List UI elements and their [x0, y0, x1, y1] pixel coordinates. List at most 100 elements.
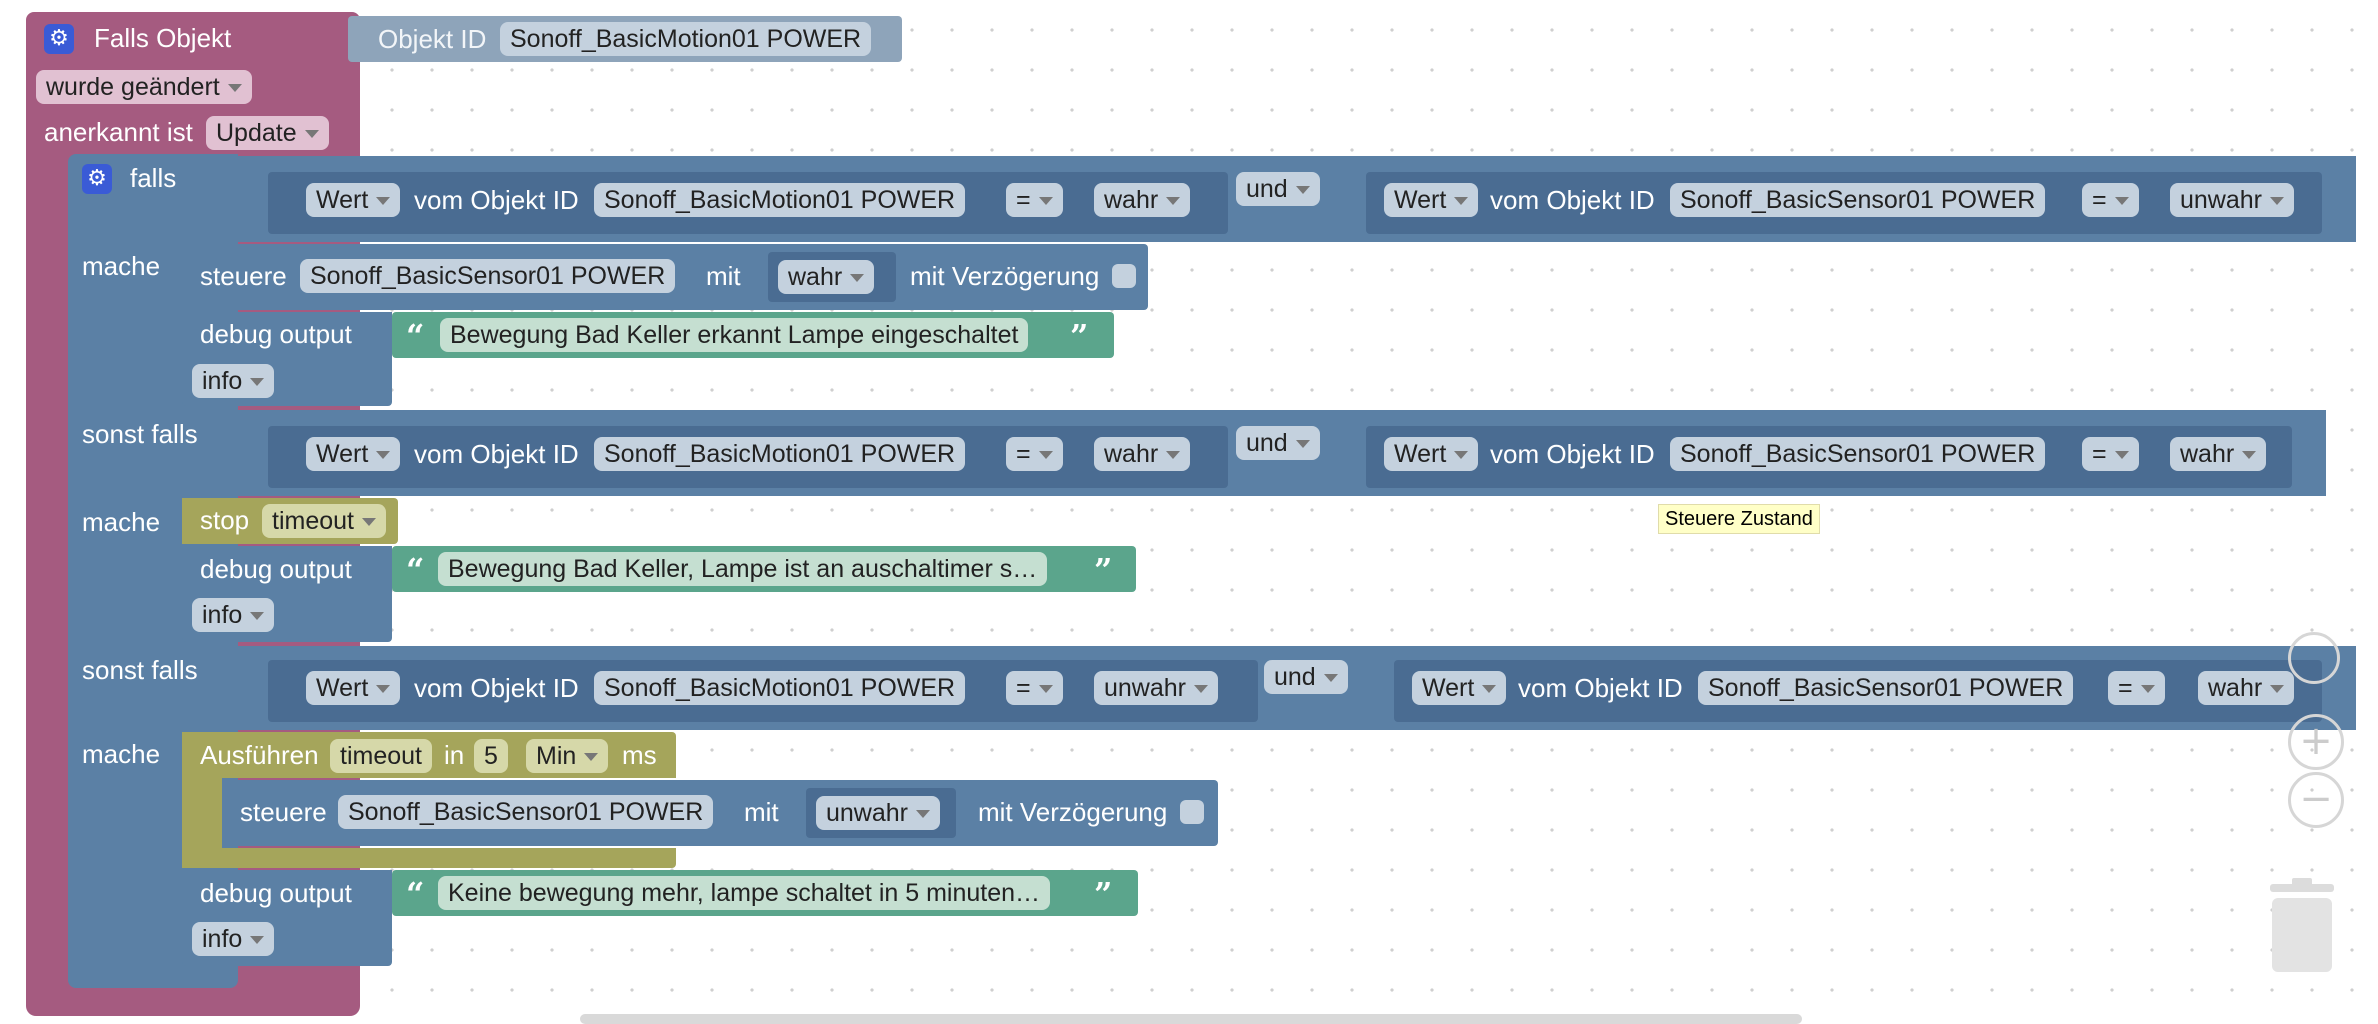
object-id-field[interactable]: Sonoff_BasicSensor01 POWER — [1698, 671, 2074, 705]
object-id-label: Objekt ID — [378, 24, 487, 54]
chevron-down-icon — [850, 274, 865, 283]
bool-text: unwahr — [826, 799, 908, 827]
logic-dropdown[interactable]: und — [1264, 660, 1348, 694]
operator-dropdown[interactable]: = — [2082, 437, 2139, 471]
bool-dropdown[interactable]: unwahr — [816, 796, 940, 830]
operator-dropdown[interactable]: = — [2082, 183, 2139, 217]
bool-dropdown[interactable]: wahr — [1094, 437, 1191, 471]
debug-level-dropdown[interactable]: info — [192, 598, 275, 632]
value-text: Wert — [1422, 674, 1475, 702]
control-object-field[interactable]: Sonoff_BasicSensor01 POWER — [338, 795, 714, 829]
stop-timer-dropdown[interactable]: timeout — [262, 504, 386, 538]
bool-dropdown[interactable]: wahr — [1094, 183, 1191, 217]
chevron-down-icon — [376, 197, 391, 206]
bool-text: wahr — [1104, 186, 1159, 214]
value-dropdown[interactable]: Wert — [1384, 437, 1479, 471]
trash-icon-svg — [2270, 878, 2334, 972]
logic-dropdown[interactable]: und — [1236, 426, 1320, 460]
trash-icon[interactable] — [2266, 876, 2338, 976]
object-id-field[interactable]: Sonoff_BasicSensor01 POWER — [1670, 437, 2046, 471]
mache-label-3: mache — [82, 739, 161, 769]
ack-label: anerkannt ist — [44, 117, 193, 147]
gear-icon[interactable]: ⚙ — [82, 164, 112, 194]
gear-icon[interactable]: ⚙ — [44, 24, 74, 54]
logic-text: und — [1246, 175, 1288, 203]
debug-text-field[interactable]: Bewegung Bad Keller erkannt Lampe einges… — [440, 318, 1029, 352]
debug-level-text: info — [202, 925, 243, 953]
object-id-field[interactable]: Sonoff_BasicMotion01 POWER — [500, 22, 872, 56]
delay-checkbox[interactable] — [1180, 800, 1204, 824]
object-id-label: vom Objekt ID — [414, 185, 579, 215]
debug-text-field[interactable]: Bewegung Bad Keller, Lampe ist an auscha… — [438, 552, 1048, 586]
debug-level-text: info — [202, 367, 243, 395]
object-id-field[interactable]: Sonoff_BasicMotion01 POWER — [594, 671, 966, 705]
reset-view-button[interactable] — [2288, 632, 2340, 684]
operator-text: = — [1016, 440, 1031, 468]
chevron-down-icon — [1038, 685, 1053, 694]
bool-dropdown[interactable]: wahr — [2170, 437, 2267, 471]
bool-dropdown[interactable]: unwahr — [1094, 671, 1218, 705]
ack-value: Update — [216, 119, 297, 147]
value-text: Wert — [316, 440, 369, 468]
stop-label: stop — [200, 505, 250, 535]
chevron-down-icon — [1295, 440, 1310, 449]
falls-label: falls — [130, 163, 177, 193]
value-dropdown[interactable]: Wert — [1412, 671, 1507, 705]
event-title: Falls Objekt — [94, 23, 232, 53]
trigger-dropdown[interactable]: wurde geändert — [36, 70, 252, 104]
logic-text: und — [1274, 663, 1316, 691]
run-timer-block-bottom — [182, 848, 676, 868]
value-dropdown[interactable]: Wert — [306, 183, 401, 217]
operator-dropdown[interactable]: = — [1006, 437, 1063, 471]
object-id-label: vom Objekt ID — [1518, 673, 1683, 703]
zoom-in-button[interactable]: + — [2288, 714, 2344, 770]
operator-dropdown[interactable]: = — [2108, 671, 2165, 705]
chevron-down-icon — [1166, 197, 1181, 206]
chevron-down-icon — [1454, 197, 1469, 206]
debug-level-dropdown[interactable]: info — [192, 922, 275, 956]
control-object-field[interactable]: Sonoff_BasicSensor01 POWER — [300, 259, 676, 293]
mache-label-2: mache — [82, 507, 161, 537]
chevron-down-icon — [304, 130, 319, 139]
chevron-down-icon — [1038, 451, 1053, 460]
chevron-down-icon — [584, 753, 599, 762]
bool-dropdown[interactable]: wahr — [778, 260, 875, 294]
sonst-falls-label-1: sonst falls — [82, 419, 198, 449]
bool-text: unwahr — [1104, 674, 1186, 702]
bool-dropdown[interactable]: wahr — [2198, 671, 2295, 705]
control-label: steuere — [200, 261, 287, 291]
trigger-value: wurde geändert — [46, 73, 220, 101]
mit-label: mit — [706, 261, 741, 291]
mit-label: mit — [744, 797, 779, 827]
chevron-down-icon — [361, 518, 376, 527]
object-id-field[interactable]: Sonoff_BasicMotion01 POWER — [594, 437, 966, 471]
run-amount-field[interactable]: 5 — [474, 739, 508, 773]
object-id-label: vom Objekt ID — [414, 673, 579, 703]
chevron-down-icon — [1194, 685, 1208, 694]
chevron-down-icon — [2242, 451, 2257, 460]
ack-dropdown[interactable]: Update — [206, 116, 329, 150]
run-timer-field[interactable]: timeout — [330, 739, 432, 773]
open-quote-icon: “ — [406, 875, 425, 913]
value-dropdown[interactable]: Wert — [1384, 183, 1479, 217]
debug-text-field[interactable]: Keine bewegung mehr, lampe schaltet in 5… — [438, 876, 1051, 910]
run-unit-dropdown[interactable]: Min — [526, 739, 609, 773]
run-unit-text: Min — [536, 742, 577, 770]
delay-checkbox[interactable] — [1112, 264, 1136, 288]
horizontal-scrollbar[interactable] — [580, 1014, 1802, 1024]
operator-dropdown[interactable]: = — [1006, 183, 1063, 217]
chevron-down-icon — [376, 451, 391, 460]
operator-dropdown[interactable]: = — [1006, 671, 1063, 705]
open-quote-icon: “ — [406, 551, 425, 589]
logic-dropdown[interactable]: und — [1236, 172, 1320, 206]
ms-label: ms — [622, 740, 657, 770]
object-id-field[interactable]: Sonoff_BasicSensor01 POWER — [1670, 183, 2046, 217]
debug-level-dropdown[interactable]: info — [192, 364, 275, 398]
value-dropdown[interactable]: Wert — [306, 671, 401, 705]
object-id-label: vom Objekt ID — [1490, 439, 1655, 469]
object-id-field[interactable]: Sonoff_BasicMotion01 POWER — [594, 183, 966, 217]
zoom-out-button[interactable]: − — [2288, 772, 2344, 828]
bool-dropdown[interactable]: unwahr — [2170, 183, 2294, 217]
value-dropdown[interactable]: Wert — [306, 437, 401, 471]
plus-icon: + — [2299, 718, 2333, 764]
